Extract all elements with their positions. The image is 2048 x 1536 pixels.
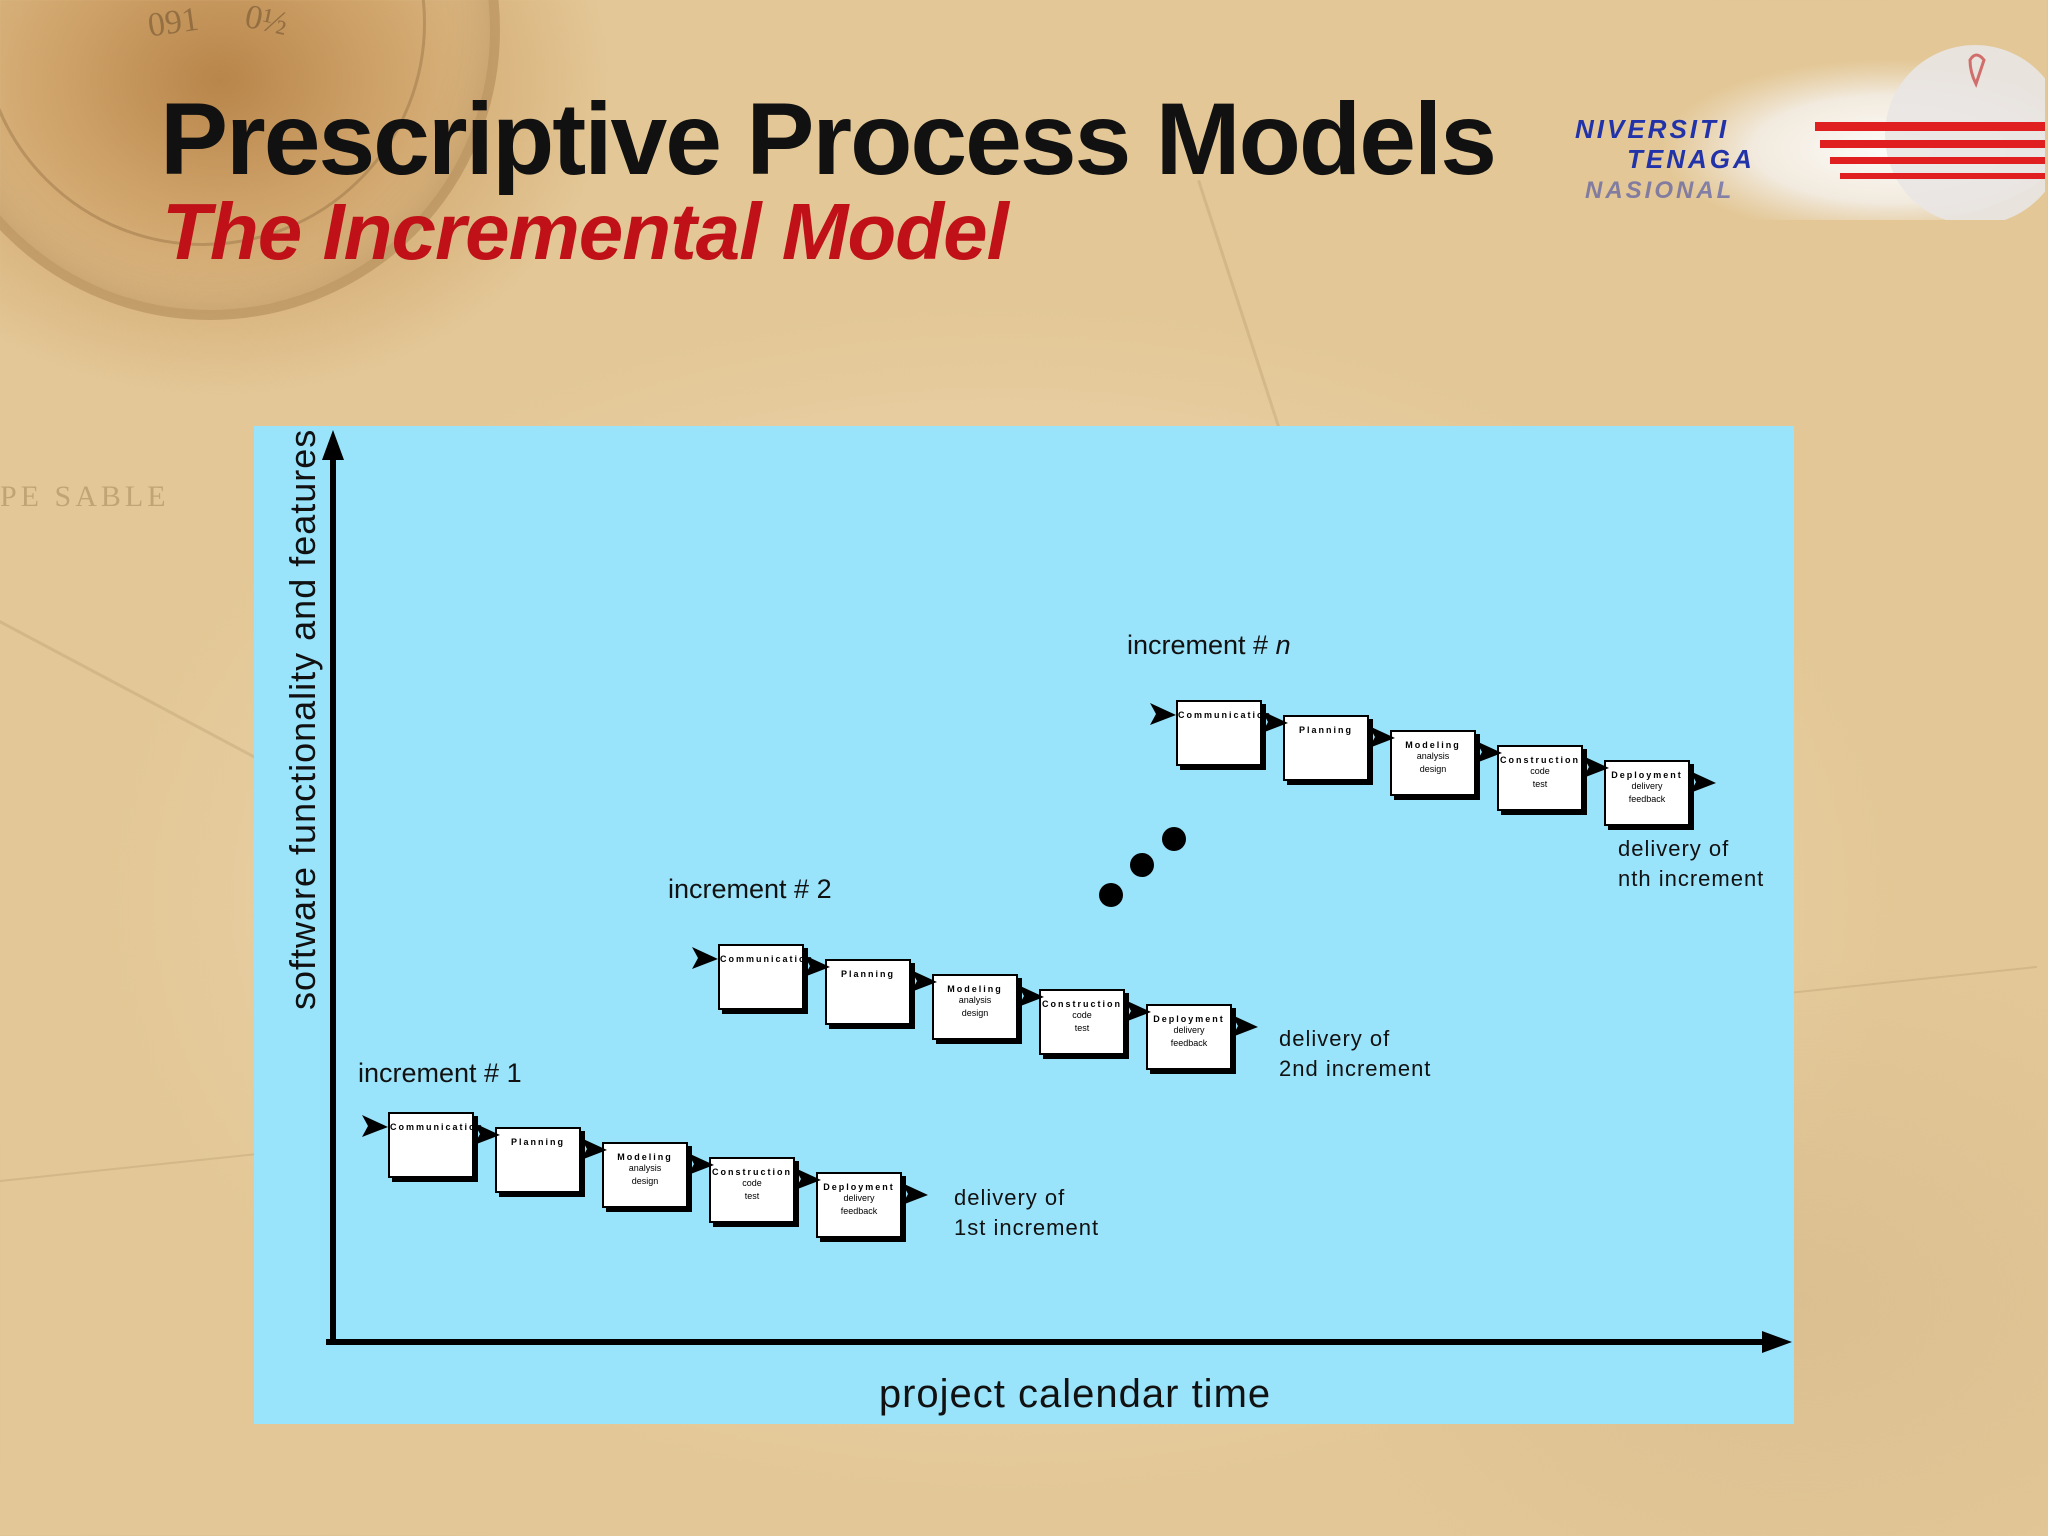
- ellipsis-dot: [1130, 853, 1154, 877]
- map-text: PE SABLE: [0, 480, 170, 513]
- activity-title: Deployment: [1611, 770, 1683, 780]
- increment-number: 2: [816, 874, 832, 904]
- slide-title: Prescriptive Process Models: [160, 82, 1497, 196]
- activity-title: Modeling: [617, 1152, 673, 1162]
- logo-text-line2: TENAGA: [1627, 144, 1755, 174]
- activity-title: Communication: [720, 954, 815, 964]
- activity-title: Deployment: [1153, 1014, 1225, 1024]
- activity-title: Construction: [1500, 755, 1580, 765]
- y-axis-label: software functionality and features: [282, 428, 323, 1010]
- activity-title: Communication: [390, 1122, 485, 1132]
- activity-title: Construction: [1042, 999, 1122, 1009]
- activity-subtask: delivery: [843, 1193, 875, 1203]
- activity-subtask: design: [1419, 764, 1447, 774]
- university-logo: NIVERSITI TENAGA NASIONAL: [1575, 40, 2048, 230]
- activity-title: Communication: [1178, 710, 1273, 720]
- slide-subtitle: The Incremental Model: [162, 187, 1009, 276]
- activity-title: Planning: [841, 969, 895, 979]
- activity-subtask: analysis: [1416, 751, 1450, 761]
- activity-box-communication: Communication: [718, 944, 815, 1010]
- activity-box-communication: Communication: [388, 1112, 485, 1178]
- delivery-label-line: 1st increment: [954, 1215, 1100, 1240]
- activity-subtask: test: [1074, 1023, 1090, 1033]
- activity-subtask: code: [1530, 766, 1550, 776]
- delivery-label: delivery of 1st increment: [954, 1183, 1099, 1243]
- activity-box-planning: Planning: [495, 1127, 581, 1193]
- logo-text-line1: NIVERSITI: [1575, 114, 1729, 144]
- activity-subtask: code: [742, 1178, 762, 1188]
- delivery-label-line: delivery of: [1618, 836, 1730, 861]
- increment-label: increment # 2: [668, 874, 832, 905]
- increment-label: increment # n: [1127, 630, 1291, 661]
- activity-subtask: feedback: [840, 1206, 878, 1216]
- activity-subtask: test: [1532, 779, 1548, 789]
- activity-subtask: test: [744, 1191, 760, 1201]
- logo-text-line3: NASIONAL: [1585, 177, 1734, 204]
- ellipsis-dot: [1099, 883, 1123, 907]
- activity-subtask: feedback: [1170, 1038, 1208, 1048]
- ellipsis-dot: [1162, 827, 1186, 851]
- delivery-label-line: 2nd increment: [1279, 1056, 1432, 1081]
- activity-box-planning: Planning: [825, 959, 911, 1025]
- activity-subtask: analysis: [958, 995, 992, 1005]
- activity-subtask: design: [961, 1008, 989, 1018]
- activity-subtask: code: [1072, 1010, 1092, 1020]
- increment-label: increment # 1: [358, 1058, 522, 1089]
- activity-subtask: delivery: [1631, 781, 1663, 791]
- increment-label-prefix: increment #: [668, 874, 817, 904]
- activity-subtask: feedback: [1628, 794, 1666, 804]
- increment-label-prefix: increment #: [358, 1058, 507, 1088]
- activity-subtask: design: [631, 1176, 659, 1186]
- activity-subtask: delivery: [1173, 1025, 1205, 1035]
- activity-subtask: analysis: [628, 1163, 662, 1173]
- increment-number: n: [1275, 630, 1291, 660]
- diagram-panel: [254, 426, 1794, 1424]
- activity-box-planning: Planning: [1283, 715, 1369, 781]
- delivery-label-line: delivery of: [1279, 1026, 1391, 1051]
- activity-title: Planning: [1299, 725, 1353, 735]
- x-axis-label: project calendar time: [878, 1372, 1272, 1416]
- delivery-label: delivery of nth increment: [1618, 834, 1764, 894]
- activity-title: Deployment: [823, 1182, 895, 1192]
- activity-box-communication: Communication: [1176, 700, 1273, 766]
- increment-number: 1: [506, 1058, 522, 1088]
- activity-title: Modeling: [1405, 740, 1461, 750]
- activity-title: Modeling: [947, 984, 1003, 994]
- activity-title: Planning: [511, 1137, 565, 1147]
- increment-label-prefix: increment #: [1127, 630, 1276, 660]
- activity-title: Construction: [712, 1167, 792, 1177]
- delivery-label-line: delivery of: [954, 1185, 1066, 1210]
- delivery-label-line: nth increment: [1618, 866, 1765, 891]
- delivery-label: delivery of 2nd increment: [1279, 1024, 1431, 1084]
